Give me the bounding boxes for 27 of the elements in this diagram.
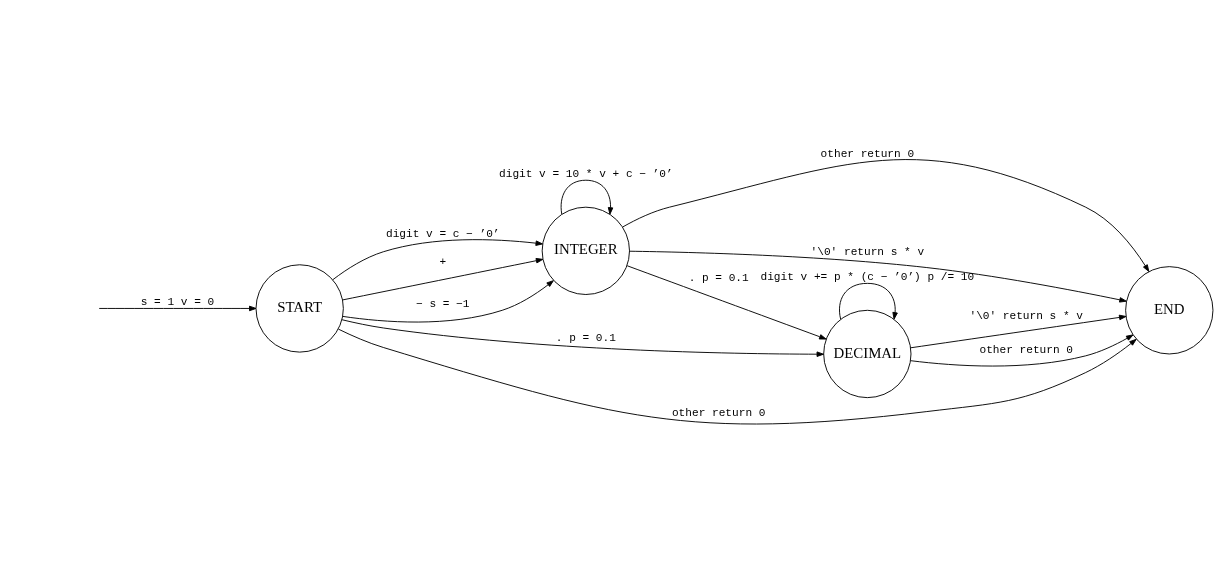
arrow — [629, 250, 1127, 303]
edge-label: s = 1 v = 0 — [140, 295, 215, 308]
edge-label: − s = −1 — [416, 297, 470, 310]
edge-label: '\0' return s * v — [810, 245, 925, 258]
edge-label: '\0' return s * v — [969, 309, 1083, 322]
edge-label: + — [439, 255, 447, 268]
edge-label: other return 0 — [671, 406, 766, 419]
arrow — [341, 318, 824, 357]
arrow — [622, 158, 1150, 272]
arrow — [98, 305, 257, 311]
edge-label: other return 0 — [979, 343, 1073, 356]
arrow — [910, 314, 1127, 348]
edge-label: digit v = 10 * v + c − ’0’ — [499, 167, 673, 180]
arrow — [626, 264, 827, 340]
arrow — [342, 279, 554, 322]
edge-label: other return 0 — [820, 147, 915, 160]
arrow — [332, 238, 543, 280]
arrow — [910, 333, 1134, 367]
arrow — [839, 282, 898, 320]
edge-label: digit v = c − ’0’ — [386, 227, 500, 240]
arrow — [337, 328, 1137, 424]
arrow — [560, 179, 614, 215]
edge-label: . p = 0.1 — [555, 331, 616, 344]
edge-label: digit v += p * (c − ’0’) p /= 10 — [760, 270, 975, 283]
edge-label: . p = 0.1 — [688, 271, 749, 284]
arrow — [342, 257, 544, 300]
node-circle: START — [255, 263, 344, 353]
